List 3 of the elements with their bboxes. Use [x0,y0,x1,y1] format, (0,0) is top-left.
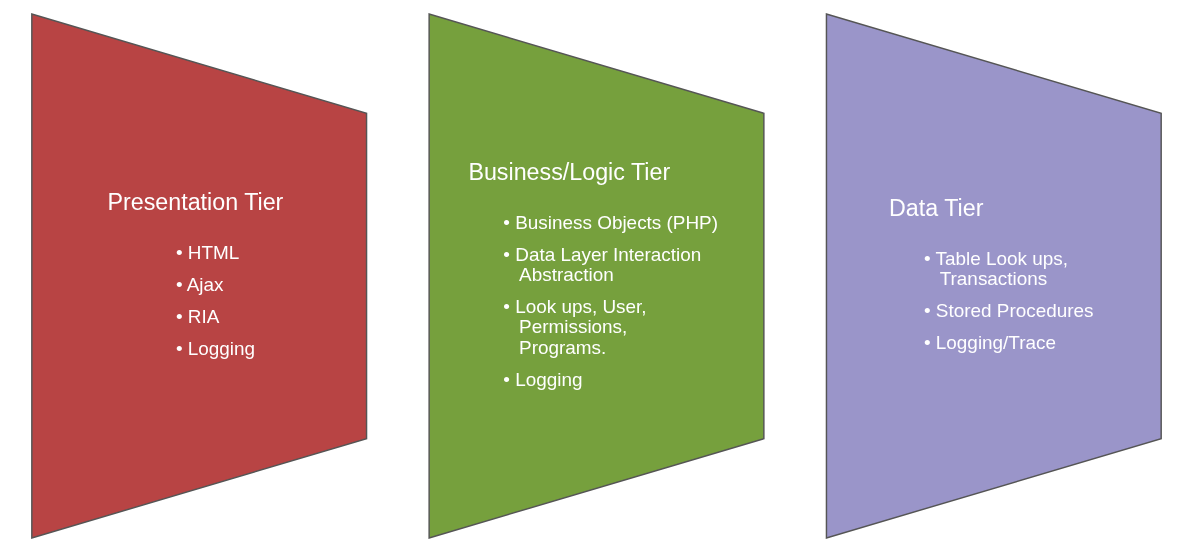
node-box: Business/Logic Tier • Business Objects (PHP) • Data Layer Interaction Abstraction • Look ups, User, Permissions, Programs. • Logging [428,13,765,539]
node-box: Presentation Tier • HTML • Ajax • RIA • Logging [31,13,368,539]
node-box: Data Tier • Table Look ups, Transactions • Stored Procedures • Logging/Trace [825,13,1162,539]
